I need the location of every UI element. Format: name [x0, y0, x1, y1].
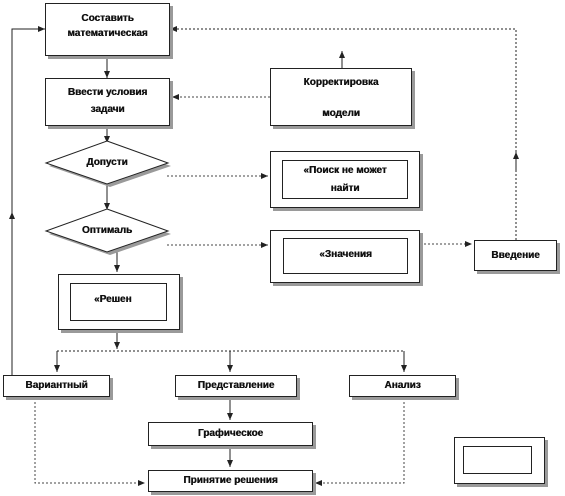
- variant-box: [3, 375, 110, 397]
- solution-label: «Решен: [94, 294, 132, 305]
- compose-model-box: [45, 3, 170, 56]
- input-conditions-box: [45, 78, 170, 126]
- arrow-variant-to-compose: [11, 26, 45, 376]
- intro-box: [474, 240, 557, 271]
- graphic-label: Графическое: [197, 428, 264, 439]
- arrow-analysis-to-decision: [315, 398, 405, 486]
- compose-model-label-2: математическая: [67, 28, 148, 39]
- representation-box: [175, 375, 297, 397]
- intro-label: Введение: [491, 250, 540, 261]
- search-fail-label-2: найти: [330, 183, 360, 194]
- search-fail-inner-frame: [282, 160, 408, 199]
- analysis-box: [349, 375, 456, 397]
- search-fail-label-1: «Поиск не может: [303, 165, 387, 176]
- admissible-diamond: [44, 140, 170, 185]
- variant-label: Вариантный: [25, 380, 88, 391]
- correction-label-1: Корректировка: [303, 77, 379, 88]
- decision-box: [148, 470, 313, 492]
- values-label: «Значения: [319, 249, 372, 260]
- representation-label: Представление: [197, 380, 275, 391]
- decision-label: Принятие решения: [183, 475, 278, 486]
- compose-model-label-1: Составить: [81, 13, 134, 24]
- graphic-box: [148, 422, 313, 446]
- values-inner-frame: [283, 238, 408, 274]
- optimal-label: Оптималь: [81, 225, 133, 236]
- admissible-label: Допусти: [86, 157, 128, 168]
- input-conditions-label-2: задачи: [90, 104, 125, 115]
- optimal-diamond: [44, 208, 170, 253]
- analysis-label: Анализ: [384, 380, 421, 391]
- empty-legend-inner-frame: [463, 446, 532, 474]
- input-conditions-label-1: Ввести условия: [67, 87, 148, 98]
- correction-box: [270, 68, 412, 126]
- arrow-variant-to-decision: [34, 398, 145, 486]
- arrow-intro-to-compose: [170, 26, 517, 240]
- correction-label-2: модели: [322, 108, 360, 119]
- solution-inner-frame: [70, 283, 167, 321]
